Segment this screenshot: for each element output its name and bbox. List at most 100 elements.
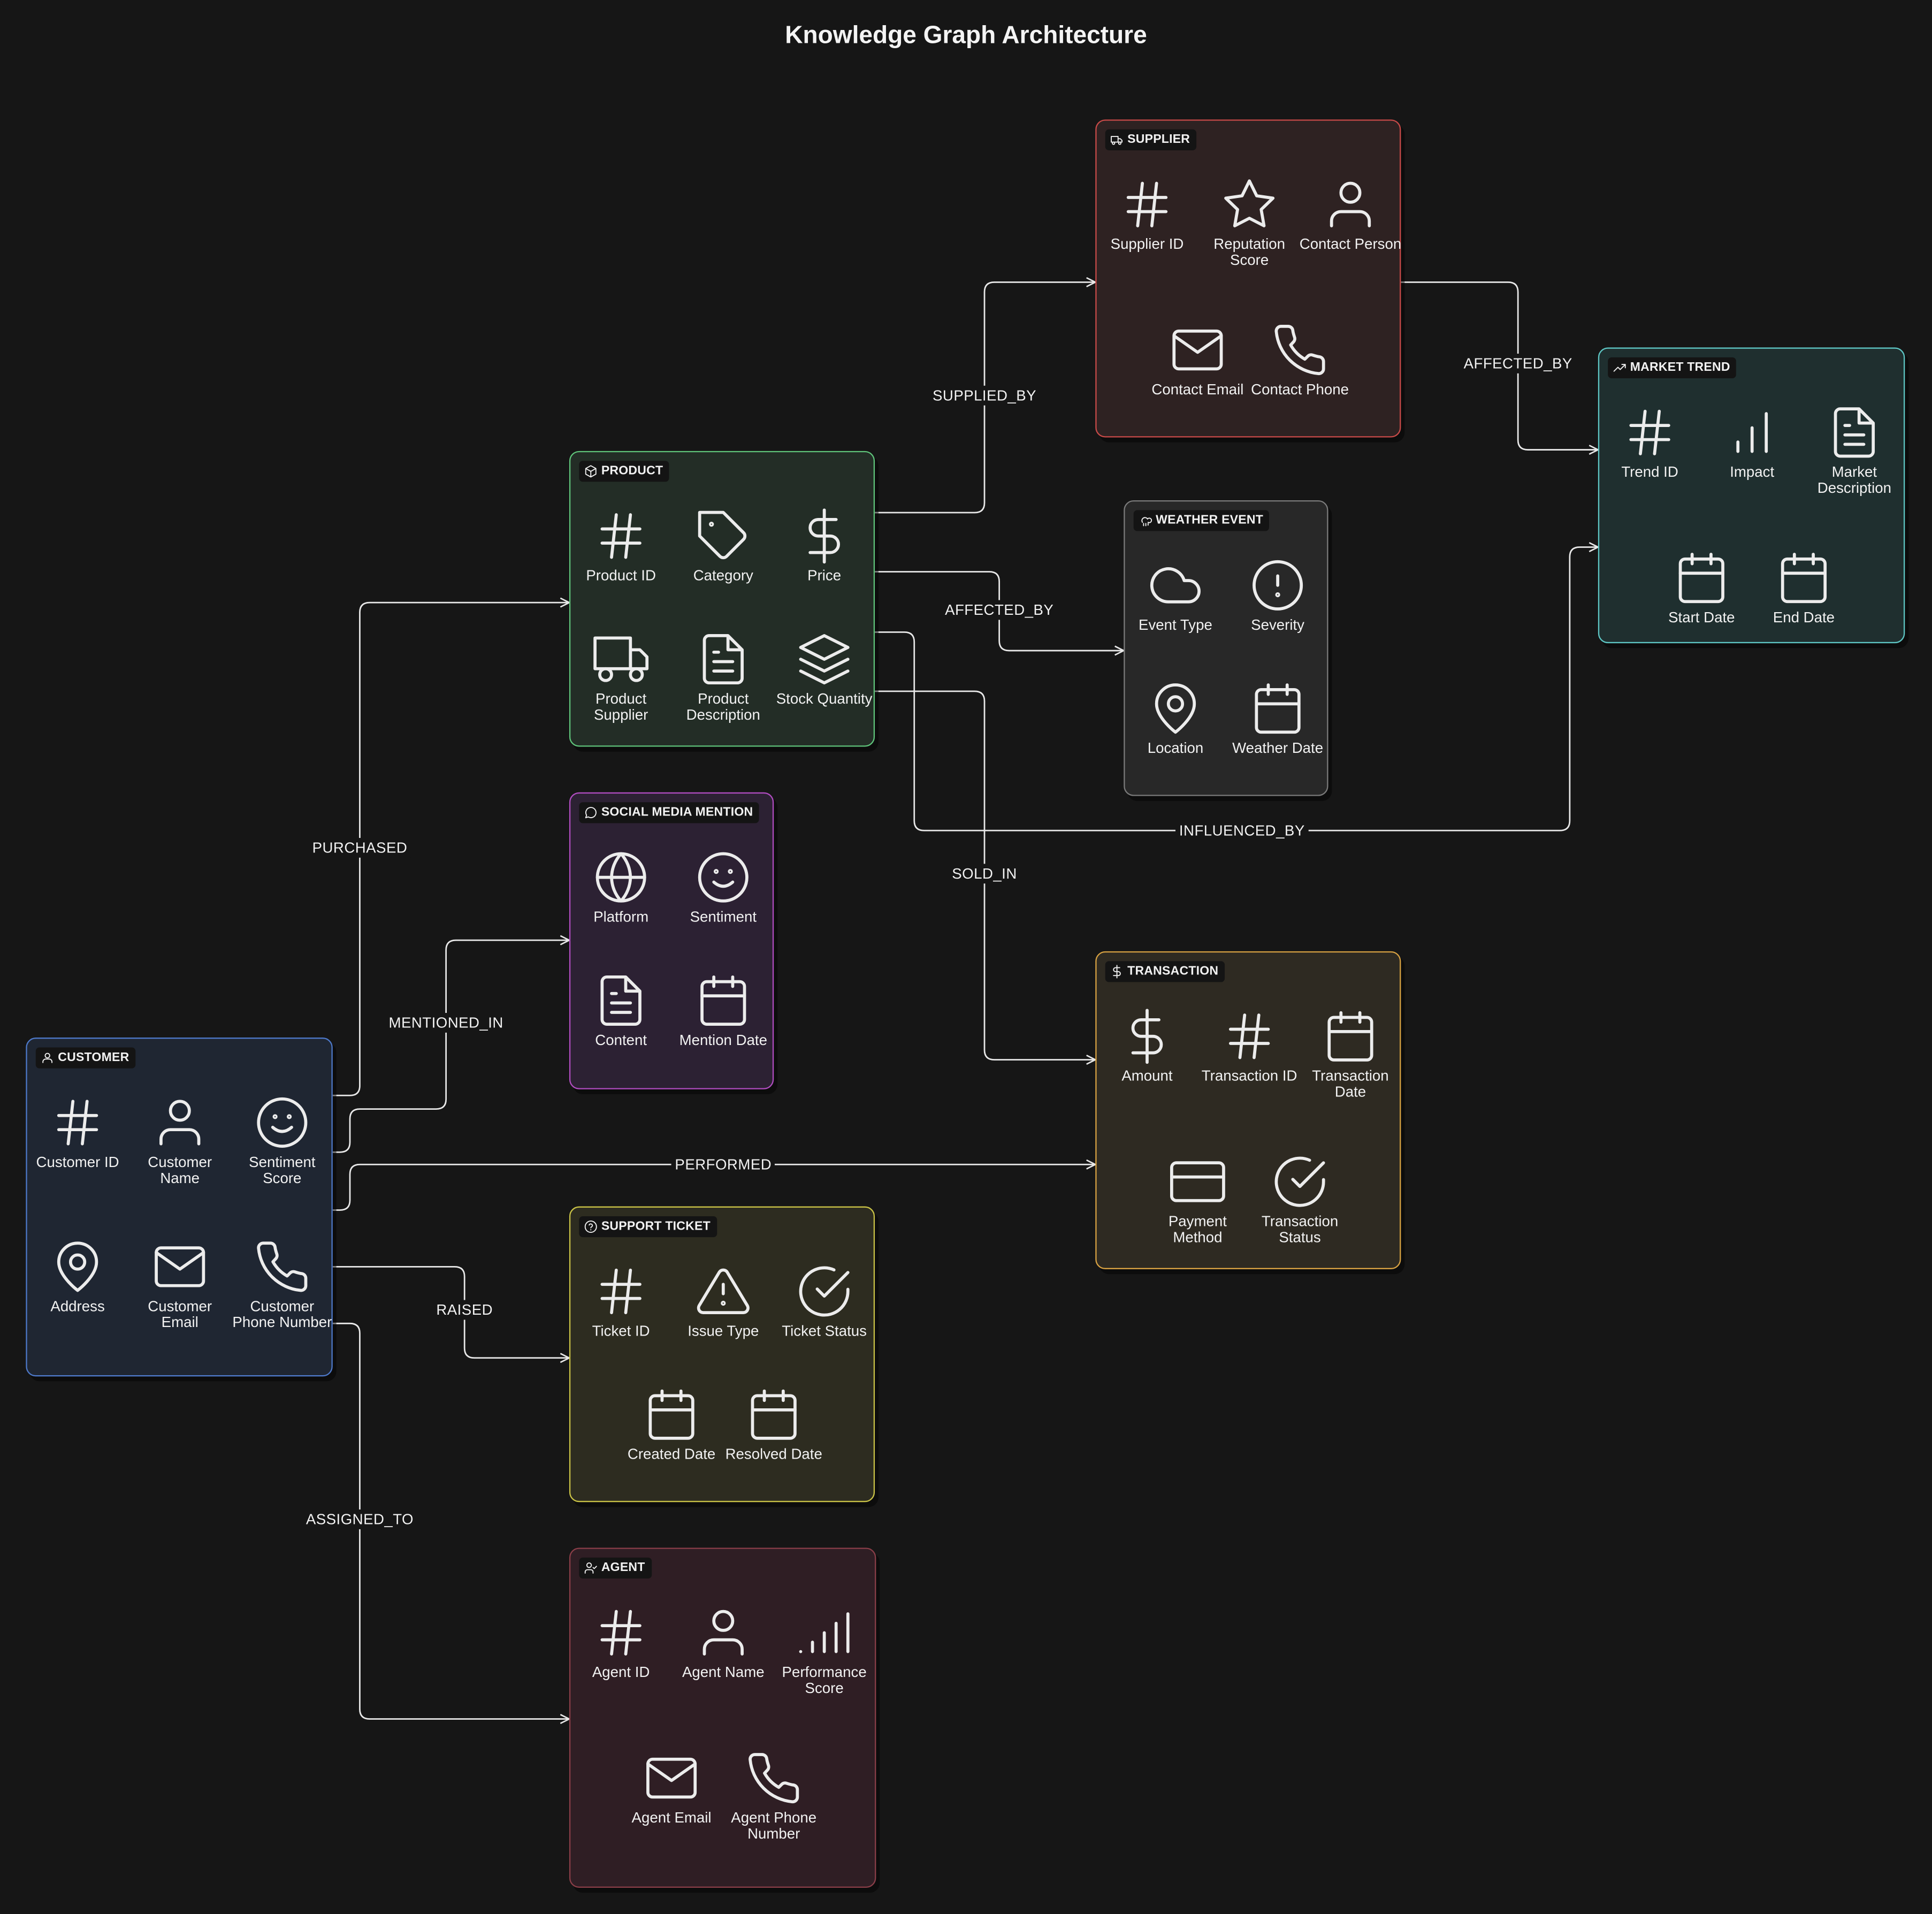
attribute-label: Platform xyxy=(593,908,649,926)
agent-node[interactable]: AGENT Agent ID Agent Name Performance Sc… xyxy=(569,1547,876,1888)
attribute: Agent ID xyxy=(569,1604,673,1681)
attribute: Location xyxy=(1124,680,1227,757)
attribute: Agent Phone Number xyxy=(722,1750,825,1842)
product-node[interactable]: PRODUCT Product ID Category Price Produc… xyxy=(569,451,875,747)
attribute: Sentiment xyxy=(671,849,775,926)
attribute: Contact Email xyxy=(1146,322,1249,398)
customer-node[interactable]: CUSTOMER Customer ID Customer Name Senti… xyxy=(26,1038,334,1377)
support-ticket-node[interactable]: SUPPORT TICKET Ticket ID Issue Type Tick… xyxy=(569,1206,875,1503)
attribute-label: Contact Person xyxy=(1299,235,1402,253)
attribute: Reputation Score xyxy=(1197,176,1301,269)
user-icon xyxy=(42,1053,53,1063)
attribute: Resolved Date xyxy=(722,1386,825,1463)
social-media-mention-node[interactable]: SOCIAL MEDIA MENTION Platform Sentiment … xyxy=(569,792,774,1089)
hash-icon xyxy=(600,1610,642,1656)
transaction-node[interactable]: TRANSACTION Amount Transaction ID Transa… xyxy=(1095,951,1401,1269)
attribute-label: Agent ID xyxy=(592,1663,650,1681)
attribute: Payment Method xyxy=(1146,1154,1249,1246)
support-ticket-badge-label: SUPPORT TICKET xyxy=(601,1219,711,1234)
attribute-label: Supplier ID xyxy=(1110,235,1184,253)
attribute-label: Sentiment xyxy=(690,908,757,926)
market-trend-node[interactable]: MARKET TREND Trend ID Impact Market Desc… xyxy=(1598,347,1906,644)
attribute-label: Product Description xyxy=(686,690,760,723)
check-circle-icon xyxy=(1274,1156,1325,1207)
edge-mentioned-in xyxy=(332,940,569,1153)
transaction-badge: TRANSACTION xyxy=(1105,961,1225,982)
bar-chart-icon xyxy=(1736,412,1768,453)
attribute-label: Market Description xyxy=(1817,463,1891,497)
mail-icon xyxy=(646,1757,697,1799)
attribute: Contact Phone xyxy=(1248,322,1351,398)
edge-label-supplied-by: SUPPLIED_BY xyxy=(929,385,1040,406)
user-icon xyxy=(702,1610,744,1656)
attribute: Transaction Status xyxy=(1248,1154,1351,1246)
hash-icon xyxy=(57,1100,98,1146)
attribute-label: Ticket ID xyxy=(592,1322,650,1340)
transaction-badge-label: TRANSACTION xyxy=(1127,965,1219,979)
truck-icon xyxy=(593,636,649,682)
user-icon xyxy=(159,1100,201,1146)
weather-event-badge-label: WEATHER EVENT xyxy=(1156,514,1264,528)
attribute: Transaction Date xyxy=(1299,1008,1402,1101)
attribute: Customer Name xyxy=(128,1094,232,1187)
market-trend-badge-label: MARKET TREND xyxy=(1630,361,1730,375)
attribute-label: Created Date xyxy=(627,1445,716,1463)
edge-label-influenced-by: INFLUENCED_BY xyxy=(1175,820,1309,841)
calendar-icon xyxy=(1678,553,1724,604)
file-text-icon xyxy=(702,634,744,685)
phone-icon xyxy=(749,1753,799,1804)
mail-icon xyxy=(1172,329,1223,371)
attribute: Market Description xyxy=(1803,404,1906,497)
attribute: Performance Score xyxy=(773,1604,876,1697)
attribute: Address xyxy=(26,1238,129,1315)
attribute-label: Customer Phone Number xyxy=(232,1297,332,1331)
supplier-node[interactable]: SUPPLIER Supplier ID Reputation Score Co… xyxy=(1095,119,1402,438)
attribute: Created Date xyxy=(620,1386,723,1463)
attribute-label: Amount xyxy=(1121,1067,1173,1085)
attribute-label: Price xyxy=(807,567,842,584)
calendar-icon xyxy=(1255,683,1301,734)
attribute-label: Sentiment Score xyxy=(249,1153,316,1187)
file-text-icon xyxy=(1834,407,1875,458)
attribute: Start Date xyxy=(1650,550,1753,626)
tag-icon xyxy=(698,510,747,560)
attribute: Weather Date xyxy=(1226,680,1329,757)
attribute-label: Customer ID xyxy=(36,1153,119,1171)
edge-performed xyxy=(332,1164,1095,1211)
star-icon xyxy=(1224,179,1275,227)
attribute-label: Issue Type xyxy=(688,1322,759,1340)
attribute: Category xyxy=(671,508,775,584)
agent-badge-label: AGENT xyxy=(601,1561,645,1575)
attribute: Ticket ID xyxy=(569,1263,673,1339)
attribute: Sentiment Score xyxy=(231,1094,334,1187)
attribute-label: Weather Date xyxy=(1232,739,1324,757)
mail-icon xyxy=(155,1246,205,1287)
attribute-label: Location xyxy=(1147,739,1204,757)
diagram-title: Knowledge Graph Architecture xyxy=(785,22,1147,50)
attribute-label: Transaction Date xyxy=(1312,1067,1389,1101)
hash-icon xyxy=(1126,181,1168,227)
edge-label-sold-in: SOLD_IN xyxy=(948,864,1021,884)
attribute: Issue Type xyxy=(671,1263,775,1339)
check-circle-icon xyxy=(799,1266,850,1317)
supplier-badge-label: SUPPLIER xyxy=(1127,133,1190,147)
user-check-icon xyxy=(584,1562,597,1574)
weather-event-node[interactable]: WEATHER EVENT Event Type Severity Locati… xyxy=(1124,500,1328,796)
edge-label-affected-by-weather: AFFECTED_BY xyxy=(941,600,1058,620)
attribute-label: Agent Phone Number xyxy=(731,1809,817,1842)
attribute: Product Supplier xyxy=(569,631,673,723)
attribute: Price xyxy=(773,508,876,584)
truck-icon xyxy=(1111,136,1123,145)
attribute-label: Start Date xyxy=(1668,608,1735,626)
attribute: Trend ID xyxy=(1598,404,1701,481)
attribute-label: Ticket Status xyxy=(782,1322,867,1340)
edge-label-assigned-to: ASSIGNED_TO xyxy=(302,1509,417,1529)
agent-badge: AGENT xyxy=(579,1557,652,1579)
attribute-label: Customer Email xyxy=(148,1297,212,1331)
weather-event-badge: WEATHER EVENT xyxy=(1133,510,1270,531)
globe-icon xyxy=(595,852,646,903)
attribute-label: Transaction Status xyxy=(1261,1213,1339,1246)
attribute-label: Reputation Score xyxy=(1213,235,1285,269)
attribute: Product ID xyxy=(569,508,673,584)
